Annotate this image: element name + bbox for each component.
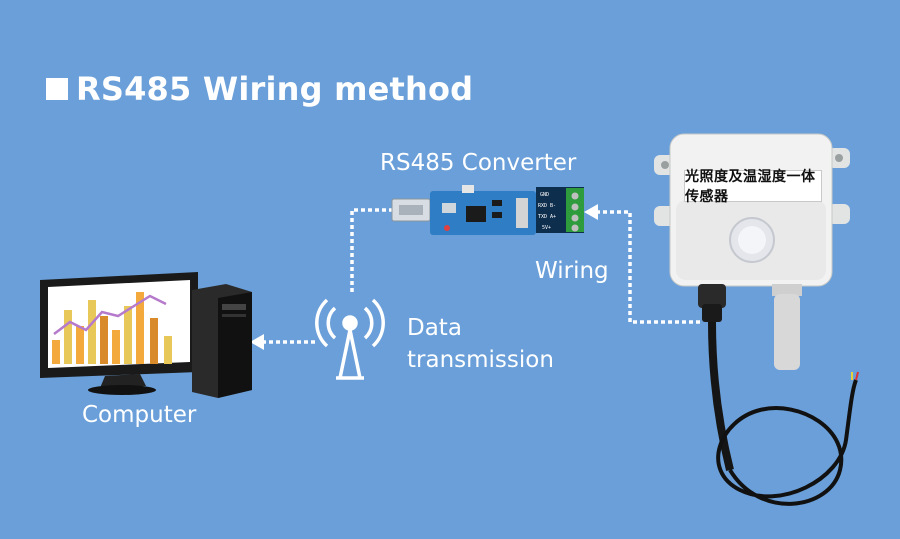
terminal-label: TXD A+ bbox=[538, 214, 557, 220]
data-transmission-label: Data transmission bbox=[407, 312, 554, 376]
pc-tower-icon bbox=[192, 284, 252, 398]
computer-label: Computer bbox=[82, 402, 197, 428]
data-label-line1: Data bbox=[407, 315, 462, 341]
converter-label: RS485 Converter bbox=[380, 150, 577, 176]
title-square-icon bbox=[46, 78, 68, 100]
sensor-nameplate: 光照度及温湿度一体传感器 bbox=[684, 169, 822, 205]
terminal-label: GND bbox=[540, 192, 550, 198]
terminal-label: RXD B- bbox=[538, 203, 557, 209]
rs485-converter-icon bbox=[391, 185, 584, 235]
computer-monitor-icon bbox=[40, 272, 198, 395]
data-label-line2: transmission bbox=[407, 347, 554, 373]
page-title: RS485 Wiring method bbox=[46, 70, 473, 108]
connection-lines bbox=[262, 208, 700, 344]
wiring-label: Wiring bbox=[535, 258, 609, 284]
arrowheads bbox=[250, 204, 598, 350]
title-text: RS485 Wiring method bbox=[76, 70, 474, 108]
arrow-left-computer bbox=[250, 334, 264, 350]
usb-to-antenna-line bbox=[350, 208, 392, 292]
sensor-to-converter-line bbox=[596, 210, 700, 324]
terminal-label: 5V+ bbox=[542, 225, 552, 231]
arrow-left-converter bbox=[584, 204, 598, 220]
signal-tower-icon bbox=[315, 298, 385, 380]
